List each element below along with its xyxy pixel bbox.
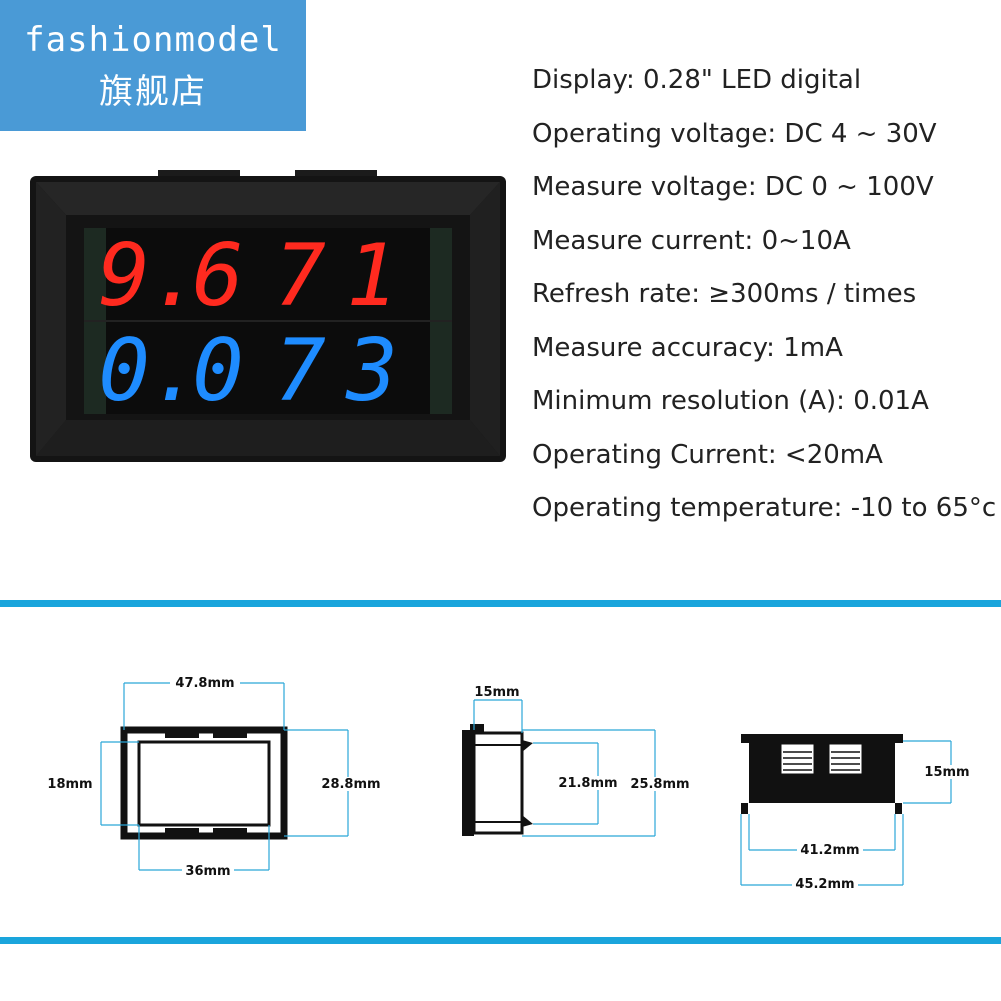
spec-item: Measure current: 0~10A bbox=[532, 225, 851, 256]
spec-item: Minimum resolution (A): 0.01A bbox=[532, 386, 929, 416]
side-view-drawing: 15mm 21.8mm 25.8mm bbox=[462, 685, 696, 837]
led-digit: 0. bbox=[98, 321, 202, 421]
led-digit: 7 bbox=[274, 321, 326, 421]
dim-width-window: 36mm bbox=[185, 864, 230, 879]
dim-depth: 15mm bbox=[474, 685, 519, 700]
led-digit: 7 bbox=[274, 226, 326, 326]
spec-item: Refresh rate: ≥300ms / times bbox=[532, 279, 917, 309]
brand-store-label: 旗舰店 bbox=[99, 72, 207, 112]
led-digit: 3 bbox=[345, 321, 398, 421]
brand-name: fashionmodel bbox=[24, 20, 282, 60]
dim-cutout-width: 41.2mm bbox=[800, 843, 859, 858]
spec-item: Measure accuracy: 1mA bbox=[532, 332, 843, 363]
led-digit: 1 bbox=[346, 226, 398, 326]
dim-body-width: 45.2mm bbox=[795, 877, 854, 892]
led-digit: 6 bbox=[192, 226, 244, 326]
spec-item: Operating voltage: DC 4 ~ 30V bbox=[532, 118, 937, 149]
front-view-drawing: 47.8mm 18mm 28.8mm 36mm bbox=[46, 676, 387, 879]
led-digit: 0 bbox=[192, 321, 244, 421]
spec-item: Operating Current: <20mA bbox=[532, 439, 883, 470]
top-view-drawing: 15mm 41.2mm 45.2mm bbox=[740, 734, 971, 892]
dim-body-height: 15mm bbox=[924, 765, 969, 780]
dim-height-outer: 28.8mm bbox=[321, 777, 380, 792]
dim-height-window: 18mm bbox=[47, 777, 92, 792]
dim-clip-outer: 25.8mm bbox=[630, 777, 689, 792]
brand-badge: fashionmodel 旗舰店 bbox=[0, 0, 306, 131]
spec-item: Display: 0.28" LED digital bbox=[532, 65, 862, 95]
spec-item: Operating temperature: -10 to 65°c bbox=[532, 493, 997, 523]
divider-bottom bbox=[0, 937, 1001, 944]
spec-item: Measure voltage: DC 0 ~ 100V bbox=[532, 172, 934, 202]
spec-list: Display: 0.28" LED digital Operating vol… bbox=[532, 62, 996, 544]
divider-top bbox=[0, 600, 1001, 607]
dim-clip-inner: 21.8mm bbox=[558, 776, 617, 791]
dim-width-outer: 47.8mm bbox=[175, 676, 234, 691]
led-digit: 9. bbox=[98, 226, 202, 326]
